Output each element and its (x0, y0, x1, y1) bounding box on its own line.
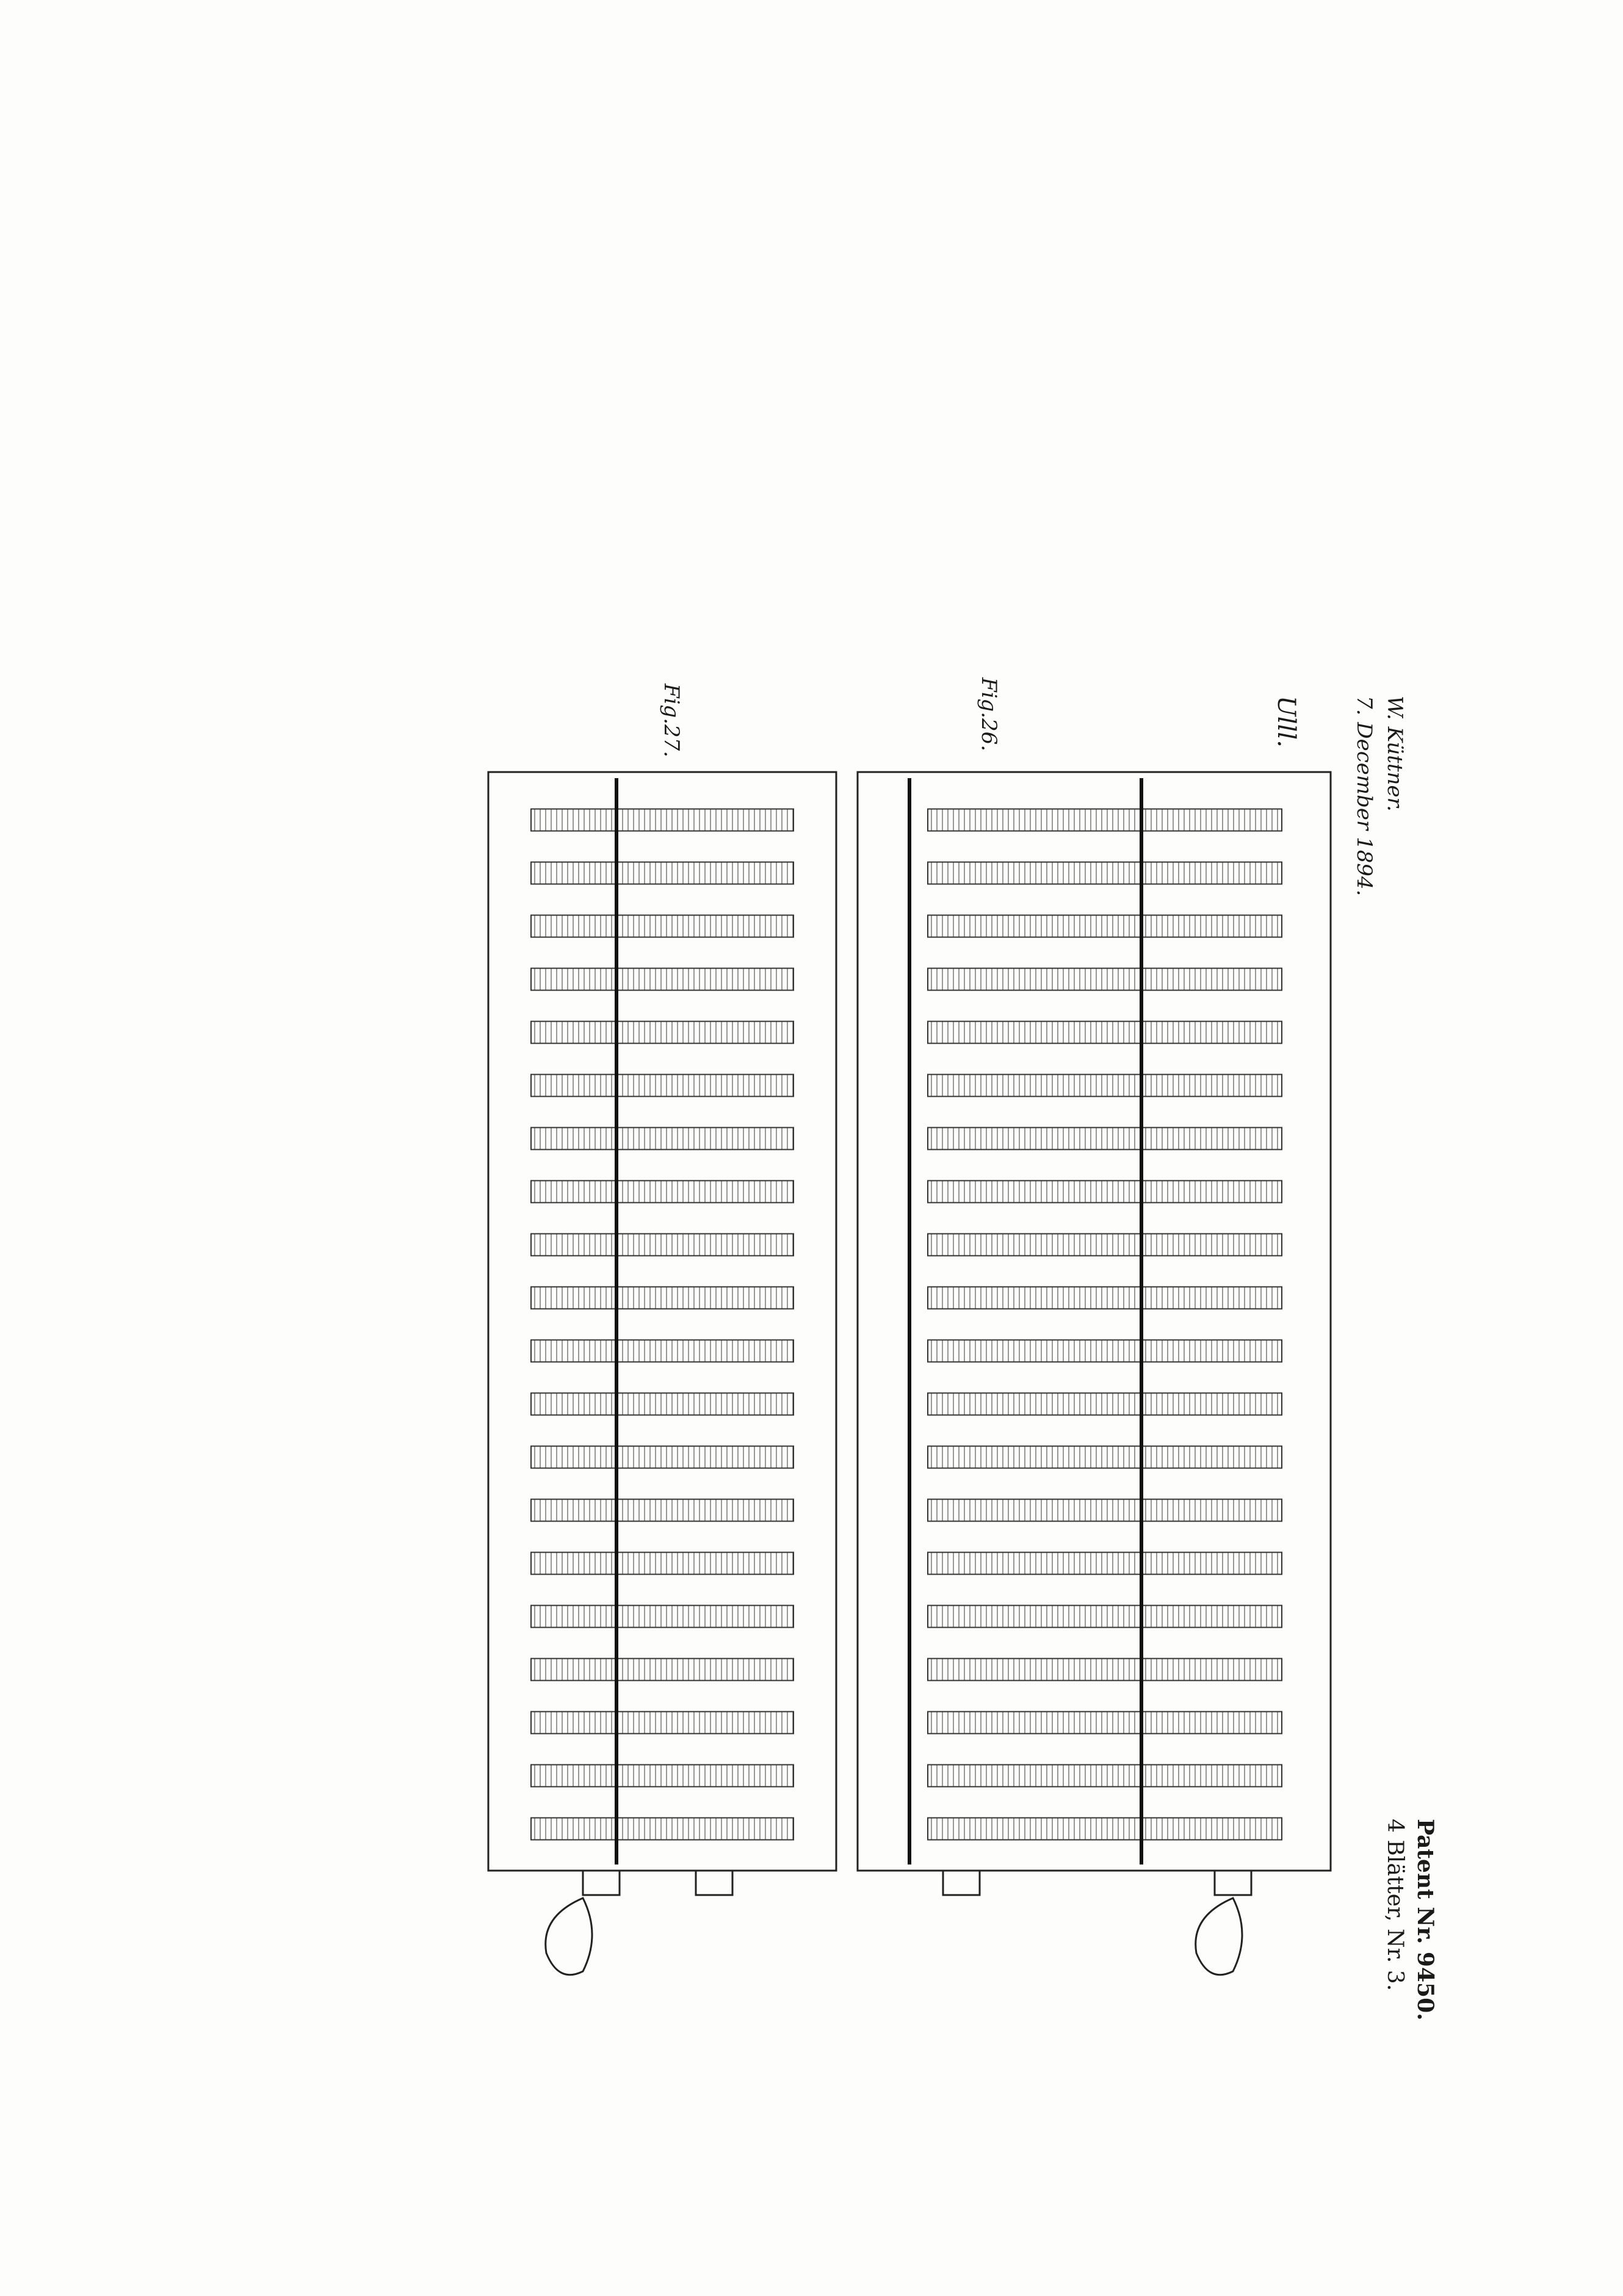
fig26-gear-row (927, 1392, 1282, 1416)
sheet-mark: Ulll. (1272, 696, 1300, 748)
fig27-gear-row (530, 1020, 794, 1044)
inventor-name: W. Küttner. (1383, 696, 1407, 812)
fig26-label: Fig.26. (977, 677, 1001, 752)
fig27-gear-row (530, 1180, 794, 1204)
fig27-label: Fig.27. (659, 684, 684, 758)
fig27-gear-row (530, 1817, 794, 1841)
fig27-gear-row (530, 1658, 794, 1681)
fig27-gear-row (530, 1074, 794, 1097)
fig26-gear-row (927, 1658, 1282, 1681)
fig27-gear-row (530, 1498, 794, 1522)
patent-number: Patent Nr. 9450. (1412, 1819, 1438, 2021)
fig26-gear-row (927, 1180, 1282, 1204)
fig26-frame (856, 771, 1332, 1872)
fig26-gear-row (927, 1127, 1282, 1150)
fig26-gear-row (927, 1339, 1282, 1363)
fig26-gear-row (927, 914, 1282, 938)
fig26-knobs (942, 1869, 1252, 1976)
fig27-gear-row (530, 1233, 794, 1257)
fig27-gear-row (530, 1286, 794, 1310)
fig27-gear-row (530, 1551, 794, 1575)
fig26-gear-row (927, 1817, 1282, 1841)
patent-header: Patent Nr. 9450. 4 Blätter, Nr. 3. (1379, 1819, 1440, 2021)
fig26-gear-row (927, 967, 1282, 991)
fig27-gear-rows (530, 808, 794, 1841)
fig26-gear-row (927, 861, 1282, 885)
fig26-gear-row (927, 1605, 1282, 1628)
fig27-gear-row (530, 1445, 794, 1469)
fig27-gear-row (530, 1392, 794, 1416)
fig26-gear-row (927, 1711, 1282, 1735)
fig27-gear-row (530, 1127, 794, 1150)
inventor-header: W. Küttner. 7. December 1894. (1349, 696, 1410, 896)
fig26-gear-rows (927, 808, 1282, 1841)
fig26-gear-row (927, 1551, 1282, 1575)
fig27-gear-row (530, 914, 794, 938)
fig26-gear-row (927, 1020, 1282, 1044)
fig26-gear-row (927, 1445, 1282, 1469)
fig27-gear-row (530, 1711, 794, 1735)
fig27-gear-row (530, 861, 794, 885)
sheet-count: 4 Blätter, Nr. 3. (1383, 1819, 1408, 1991)
fig27-gear-row (530, 808, 794, 832)
fig26-gear-row (927, 1498, 1282, 1522)
fig27-gear-row (530, 1764, 794, 1788)
fig27-gear-row (530, 967, 794, 991)
filing-date: 7. December 1894. (1352, 696, 1376, 897)
fig26-gear-row (927, 808, 1282, 832)
fig26-gear-row (927, 1074, 1282, 1097)
fig26-gear-row (927, 1286, 1282, 1310)
fig27-gear-row (530, 1339, 794, 1363)
fig26-gear-row (927, 1233, 1282, 1257)
fig27-frame (487, 771, 837, 1872)
fig27-knobs (544, 1869, 734, 1976)
fig26-gear-row (927, 1764, 1282, 1788)
fig27-gear-row (530, 1605, 794, 1628)
